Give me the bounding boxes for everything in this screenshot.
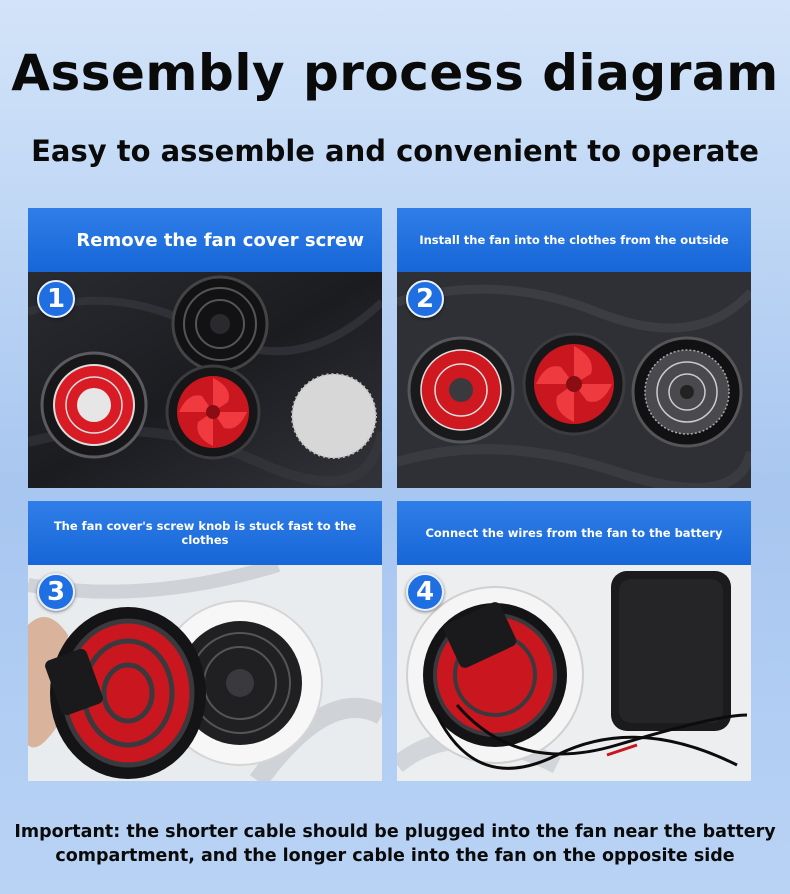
step-4-number-badge: 4	[406, 573, 444, 611]
important-note-line-2: compartment, and the longer cable into t…	[55, 846, 735, 866]
step-2-number-badge: 2	[406, 280, 444, 318]
important-note-line-1: Important: the shorter cable should be p…	[14, 822, 776, 842]
page-title: Assembly process diagram	[11, 44, 779, 102]
step-1-panel: Remove the fan cover screw	[28, 208, 382, 488]
step-3-panel: The fan cover's screw knob is stuck fast…	[28, 501, 382, 781]
step-2-photo	[397, 272, 751, 488]
page-subtitle: Easy to assemble and convenient to opera…	[31, 134, 759, 168]
step-2-caption: Install the fan into the clothes from th…	[397, 208, 751, 272]
step-4-panel: Connect the wires from the fan to the ba…	[397, 501, 751, 781]
step-2-panel: Install the fan into the clothes from th…	[397, 208, 751, 488]
step-1-number-badge: 1	[37, 280, 75, 318]
step-3-caption: The fan cover's screw knob is stuck fast…	[28, 501, 382, 565]
step-3-photo	[28, 565, 382, 781]
step-3-number-badge: 3	[37, 573, 75, 611]
important-note: Important: the shorter cable should be p…	[0, 820, 790, 868]
step-4-caption: Connect the wires from the fan to the ba…	[397, 501, 751, 565]
step-4-photo	[397, 565, 751, 781]
step-1-caption: Remove the fan cover screw	[28, 208, 382, 272]
step-1-photo	[28, 272, 382, 488]
